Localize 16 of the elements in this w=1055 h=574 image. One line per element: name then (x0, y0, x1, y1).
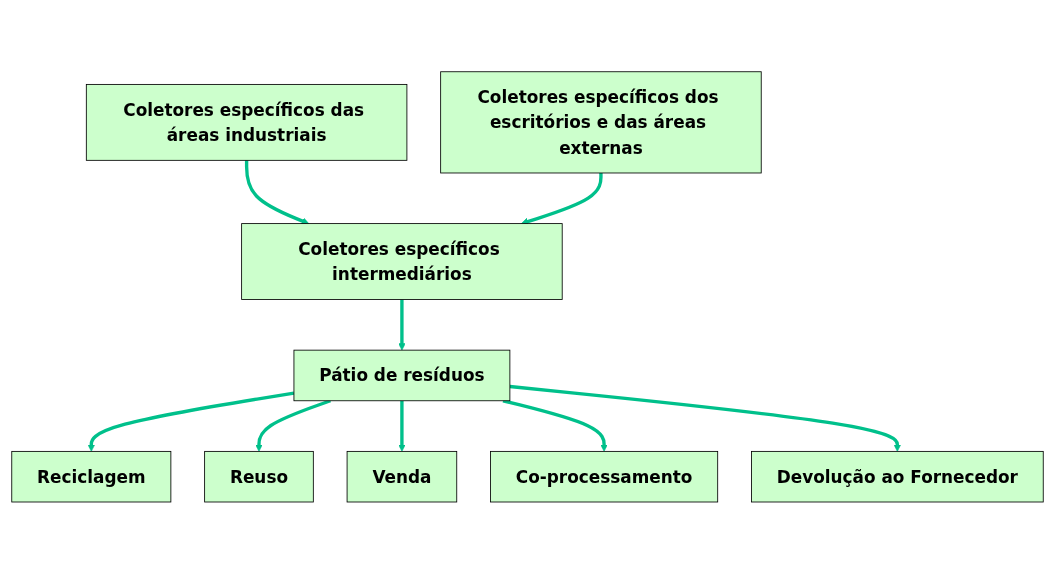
node-box: Venda (346, 451, 458, 503)
node-box: Coletores específicos das áreas industriais (85, 84, 408, 161)
node-box: Coletores específicos dos escritórios e das áreas externas (440, 71, 762, 174)
arrow (502, 399, 608, 452)
node-box: Coletores específicos intermediários (241, 223, 563, 301)
arrow (87, 391, 295, 452)
node-box: Reciclagem (11, 451, 172, 503)
node-box: Pátio de resíduos (293, 349, 511, 402)
arrow (398, 400, 406, 452)
node-box: Reuso (204, 451, 314, 503)
arrow (255, 399, 331, 452)
arrow (244, 160, 310, 225)
arrow (398, 299, 406, 351)
node-box: Devolução ao Fornecedor (751, 451, 1044, 503)
arrow (509, 384, 902, 452)
node-box: Co-processamento (490, 451, 719, 503)
